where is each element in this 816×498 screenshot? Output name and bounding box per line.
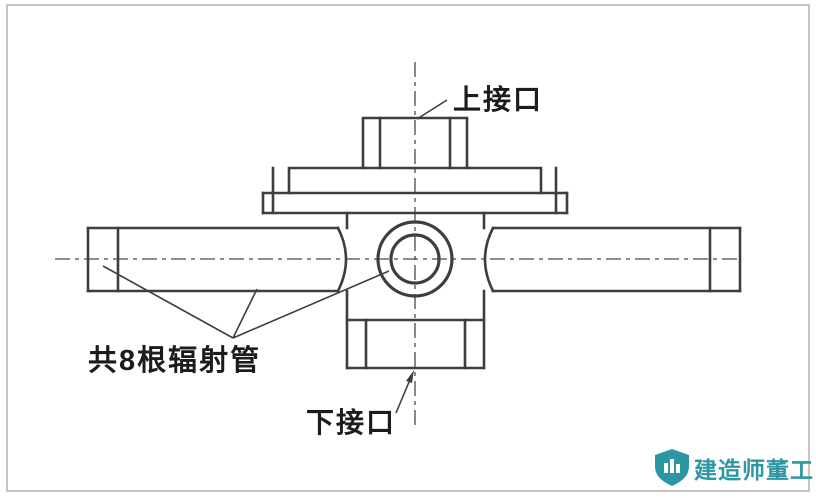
watermark-logo: 建造师董工	[655, 449, 814, 486]
upper-stub-outline	[361, 116, 469, 170]
shield-icon	[655, 449, 689, 486]
lower-port-label: 下接口	[306, 407, 396, 438]
center-bore-circles	[376, 220, 454, 298]
inner-bore-circle	[389, 233, 441, 285]
body-lower-sides	[345, 289, 486, 370]
left-pipe-walls	[86, 226, 340, 293]
shield-mark-left	[664, 463, 668, 473]
lower-stub-bore-lines	[364, 318, 467, 370]
flange-upper-band	[287, 166, 543, 195]
flange-edge-ticks	[271, 166, 558, 215]
lower-port-arrowhead	[406, 370, 414, 383]
watermark-text: 建造师董工	[694, 457, 814, 483]
upper-port-leader	[416, 99, 448, 120]
page-border	[6, 4, 810, 492]
flange-lower-band-sides	[261, 191, 569, 215]
left-radiant-pipe	[86, 226, 348, 293]
right-radiant-pipe	[483, 226, 742, 293]
leader-lines	[102, 99, 448, 414]
right-pipe-walls	[491, 226, 742, 293]
shield-mark-center	[670, 459, 674, 473]
central-body	[345, 211, 486, 370]
upper-port-label: 上接口	[453, 84, 543, 115]
radiant-tube-leader-3	[232, 270, 390, 339]
right-pipe-saddle-arc	[483, 226, 495, 293]
centerlines	[55, 62, 742, 425]
shield-mark-right	[676, 464, 680, 473]
upper-port-stub	[361, 116, 469, 170]
radiant-tube-leader-1	[102, 265, 234, 339]
upper-flange	[261, 166, 569, 215]
outer-bore-circle	[376, 220, 454, 298]
body-upper-sides	[345, 211, 486, 230]
radiant-tubes-label: 共8根辐射管	[88, 343, 261, 377]
left-pipe-saddle-arc	[336, 226, 348, 293]
lower-port-leader	[395, 381, 410, 414]
lower-port-stub	[345, 318, 486, 370]
radiant-tube-leader-2	[232, 288, 258, 339]
